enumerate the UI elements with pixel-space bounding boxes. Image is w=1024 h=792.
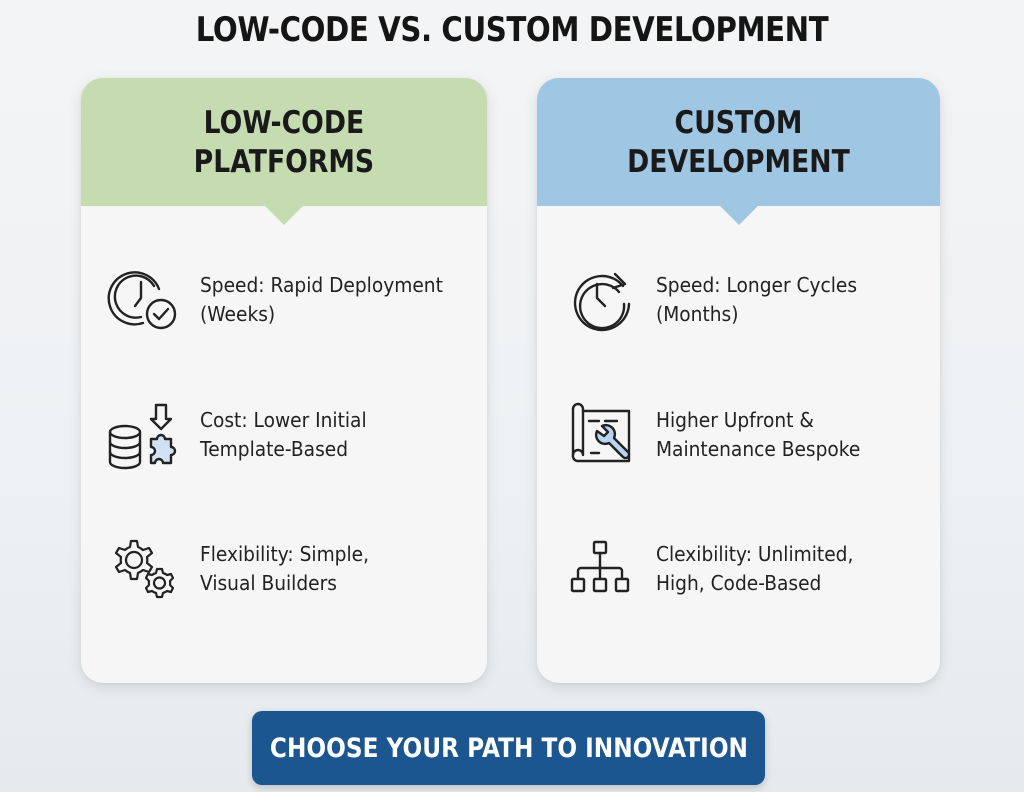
clock-refresh-icon [563,262,639,338]
item-line: Clexibility: Unlimited, [656,542,854,566]
item-line: Visual Builders [200,571,337,595]
flexibility-text: Flexibility: Simple, Visual Builders [200,540,369,598]
blueprint-wrench-icon [563,397,639,473]
card-title-line: LOW-CODE [203,105,365,141]
custom-card-header: CUSTOM DEVELOPMENT [537,78,940,225]
item-line: High, Code-Based [656,571,822,595]
database-puzzle-icon [107,397,183,473]
header-pointer [264,205,304,225]
header-pointer [718,205,759,225]
low-code-card-title: LOW-CODE PLATFORMS [194,104,374,182]
list-item-speed: Speed: Longer Cycles (Months) [563,262,872,338]
clock-check-icon [107,262,183,338]
card-title-line: DEVELOPMENT [627,144,850,180]
low-code-card: LOW-CODE PLATFORMS Speed: Rapid Deployme… [81,78,487,683]
speed-text: Speed: Longer Cycles (Months) [656,271,857,329]
cta-label: CHOOSE YOUR PATH TO INNOVATION [269,732,748,764]
list-item-flexibility: Flexibility: Simple, Visual Builders [107,531,382,607]
item-line: (Weeks) [200,302,276,326]
custom-card-title: CUSTOM DEVELOPMENT [627,104,850,182]
low-code-card-header: LOW-CODE PLATFORMS [81,78,487,225]
item-line: Cost: Lower Initial [200,408,367,432]
item-line: Template-Based [200,437,349,461]
item-line: Flexibility: Simple, [200,542,370,566]
item-line: Higher Upfront & [656,408,814,432]
hierarchy-icon [563,531,639,607]
list-item-speed: Speed: Rapid Deployment (Weeks) [107,262,461,338]
cost-text: Cost: Lower Initial Template-Based [200,406,367,464]
card-title-line: PLATFORMS [193,144,375,180]
list-item-cost: Cost: Lower Initial Template-Based [107,397,379,473]
cost-text: Higher Upfront & Maintenance Bespoke [656,406,860,464]
item-line: Speed: Longer Cycles [656,273,858,297]
gears-icon [107,531,183,607]
page-title: LOW-CODE VS. CUSTOM DEVELOPMENT [195,10,829,50]
speed-text: Speed: Rapid Deployment (Weeks) [200,271,443,329]
card-title-line: CUSTOM [674,105,803,141]
item-line: Speed: Rapid Deployment [200,273,443,297]
list-item-flexibility: Clexibility: Unlimited, High, Code-Based [563,531,868,607]
list-item-cost: Higher Upfront & Maintenance Bespoke [563,397,876,473]
custom-development-card: CUSTOM DEVELOPMENT Speed: Longer Cycles … [537,78,940,683]
item-line: (Months) [656,302,739,326]
flexibility-text: Clexibility: Unlimited, High, Code-Based [656,540,853,598]
item-line: Maintenance Bespoke [656,437,861,461]
choose-path-button[interactable]: CHOOSE YOUR PATH TO INNOVATION [252,711,765,785]
